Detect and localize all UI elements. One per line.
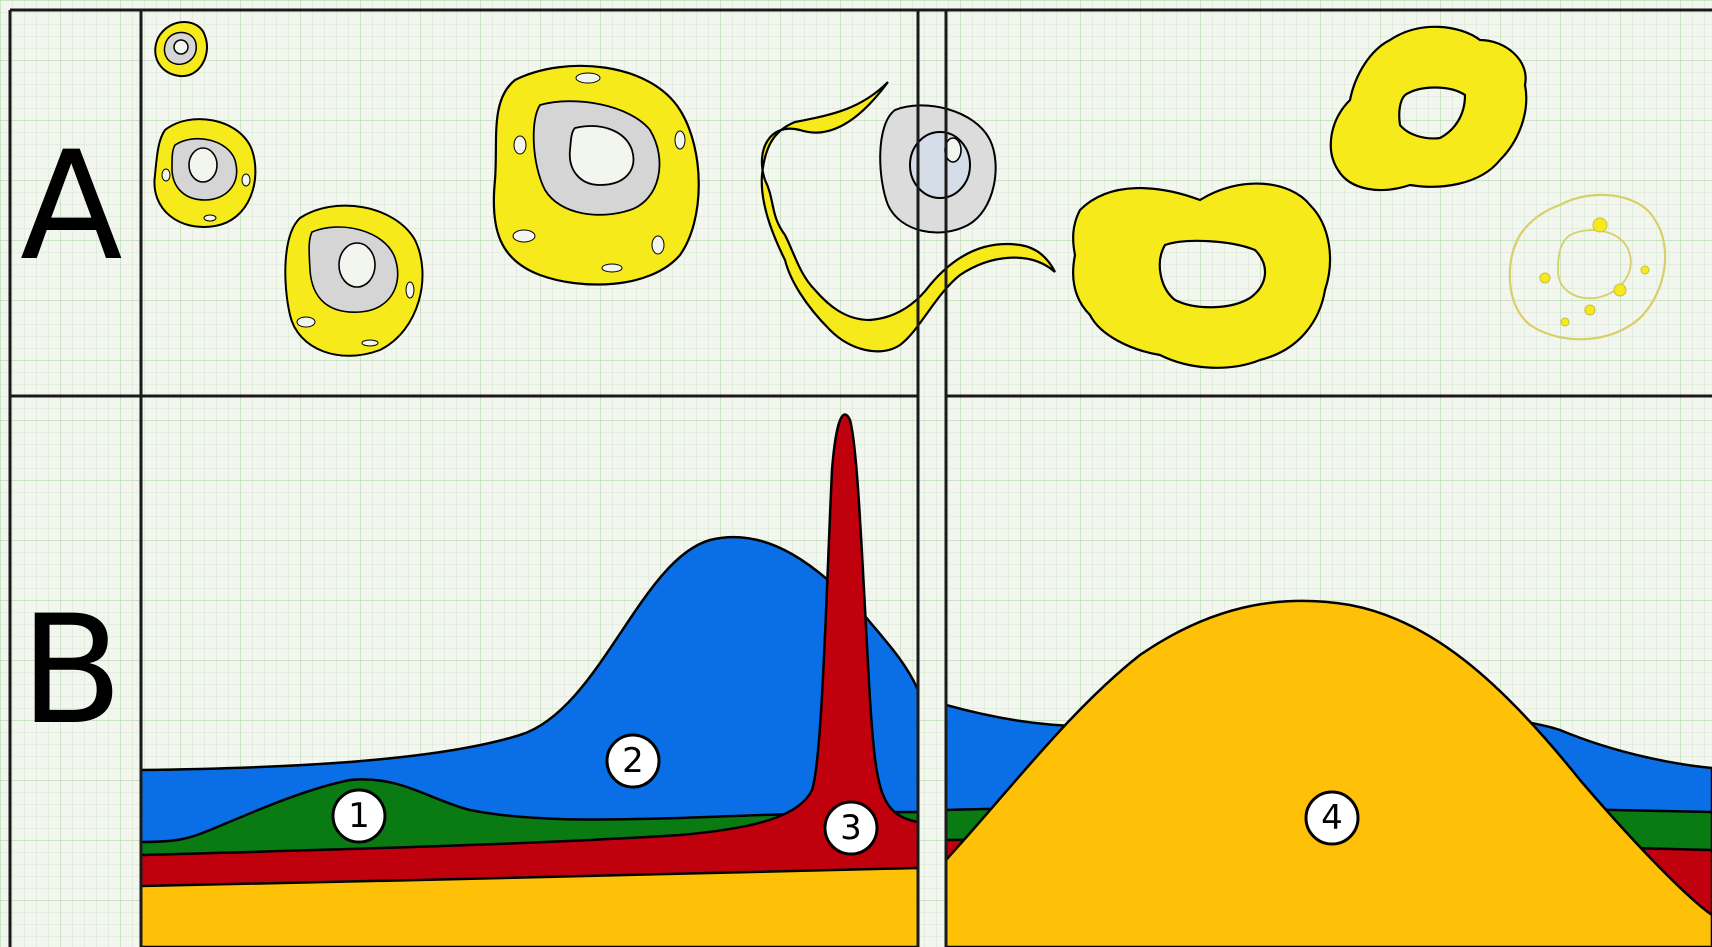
faded-cell xyxy=(1508,193,1667,341)
marker-4: 4 xyxy=(1304,790,1360,846)
marker-3: 3 xyxy=(823,800,879,856)
row-label-a: A xyxy=(20,120,123,294)
marker-3-text: 3 xyxy=(840,808,862,848)
panel-frame xyxy=(8,8,1712,947)
marker-1-text: 1 xyxy=(348,796,370,836)
yellow-cell-medium xyxy=(153,118,257,228)
orange-mound xyxy=(946,599,1712,947)
panel-a-right xyxy=(1072,25,1667,369)
marker-4-text: 4 xyxy=(1321,798,1343,838)
yellow-cell-medium-2 xyxy=(284,204,424,357)
grey-cell-blue-nucleus xyxy=(879,104,997,234)
yellow-cell-large xyxy=(492,64,700,286)
row-label-b: B xyxy=(20,584,123,758)
yellow-ring-upper xyxy=(1329,25,1528,192)
marker-1: 1 xyxy=(331,788,387,844)
panel-b-right xyxy=(946,599,1712,947)
yellow-ring-large xyxy=(1072,182,1332,369)
orange-layer xyxy=(141,866,918,947)
panel-b-left xyxy=(141,413,918,947)
small-yellow-cell xyxy=(154,21,208,78)
panel-a-left xyxy=(153,21,1056,357)
marker-2: 2 xyxy=(605,733,661,789)
yellow-streak xyxy=(760,81,1056,353)
marker-2-text: 2 xyxy=(622,741,644,781)
